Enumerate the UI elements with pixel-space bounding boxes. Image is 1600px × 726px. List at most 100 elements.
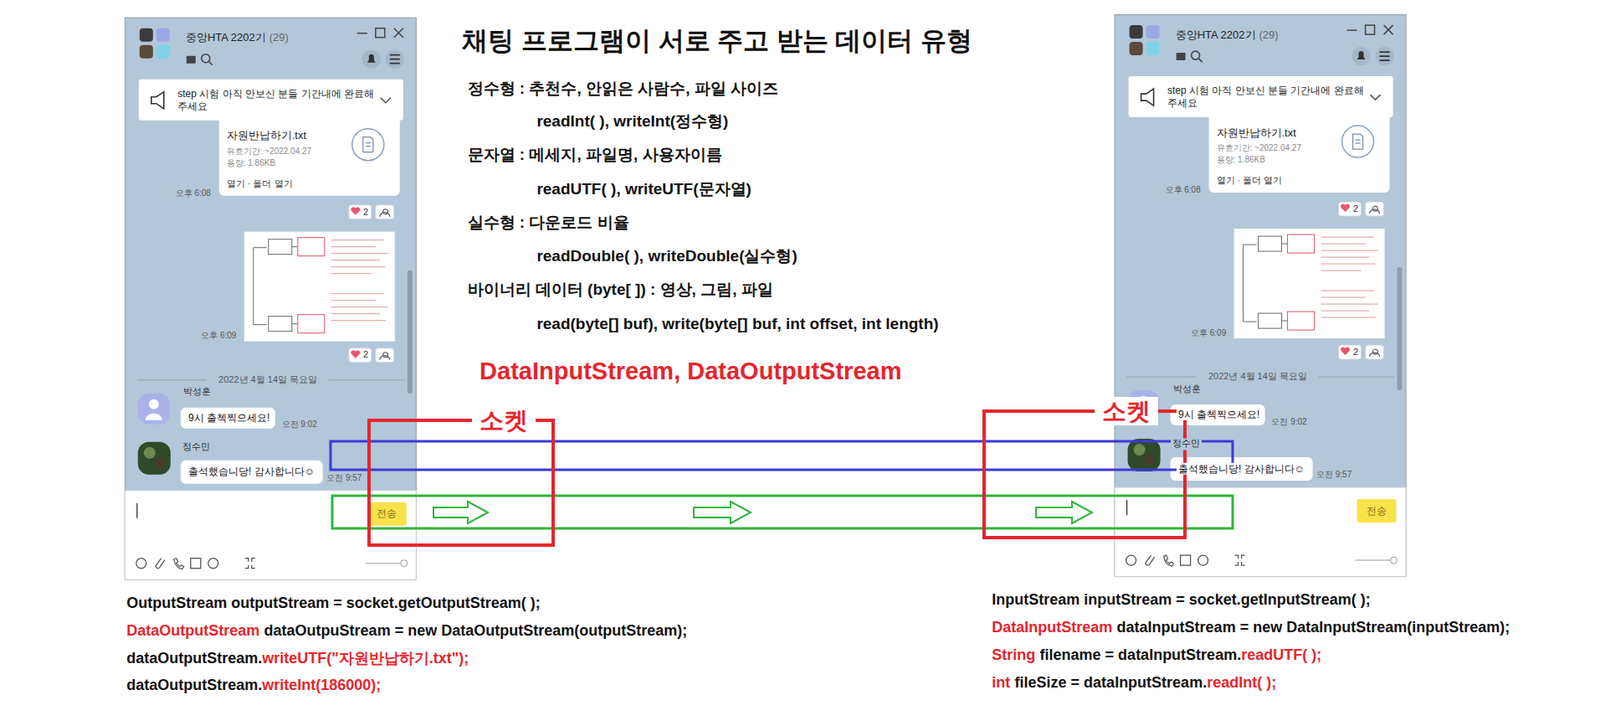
socket-label: 소켓 bbox=[471, 405, 536, 436]
file-name: 자원반납하기.txt bbox=[1216, 126, 1297, 140]
text-line: 2 bbox=[363, 349, 369, 361]
code-text: OutputStream outputStream = socket.getOu… bbox=[126, 594, 541, 613]
chat-window-right bbox=[1114, 15, 1406, 577]
file-meta: 유효기간: ~2022.04.27 bbox=[226, 146, 312, 157]
text-line: 오전 9:02 bbox=[282, 419, 318, 430]
method-line: read(byte[] buf), write(byte[] buf, int … bbox=[536, 313, 939, 334]
reaction-count: 2 bbox=[1353, 346, 1359, 358]
text-line: 오후 6:08 bbox=[175, 188, 211, 199]
text-line: 출석했습니당! 감사합니다☺ bbox=[186, 465, 317, 477]
method-line: readInt( ), writeInt(정수형) bbox=[536, 112, 729, 132]
type-line: 문자열 : 메세지, 파일명, 사용자이름 bbox=[467, 145, 723, 165]
socket-box: 소켓 bbox=[367, 418, 555, 547]
text-line: 9시 출첵찍으세요! bbox=[1176, 408, 1262, 421]
flow-arrow bbox=[1035, 501, 1093, 524]
text-line: step 시험 아직 안보신 분들 기간내에 완료해 주세요 bbox=[1167, 84, 1366, 110]
text-line: 정수형 : 추천수, 안읽은 사람수, 파일 사이즈 bbox=[467, 79, 780, 99]
timestamp: 오후 6:09 bbox=[200, 330, 236, 341]
text-line: Stringfilename = dataInputStream.readUTF… bbox=[991, 646, 1322, 665]
file-actions: 열기 · 폴더 열기 bbox=[1216, 174, 1283, 186]
code-text: writeUTF("자원반납하기.txt"); bbox=[261, 649, 469, 668]
text-line: 자원반납하기.txt bbox=[1216, 126, 1297, 140]
timestamp: 오후 6:09 bbox=[1190, 328, 1226, 339]
text-line: 열기 · 폴더 열기 bbox=[226, 178, 293, 190]
text-line: 전송 bbox=[376, 507, 397, 519]
text-line: 문자열 : 메세지, 파일명, 사용자이름 bbox=[467, 145, 723, 165]
message-text: 출석했습니당! 감사합니다☺ bbox=[186, 465, 317, 477]
text-line: readDouble( ), writeDouble(실수형) bbox=[536, 246, 797, 267]
text-line: step 시험 아직 안보신 분들 기간내에 완료해 주세요 bbox=[177, 87, 376, 113]
text-line: 유효기간: ~2022.04.27 bbox=[226, 146, 312, 157]
text-line: 9시 출첵찍으세요! bbox=[186, 410, 272, 423]
timestamp: 오전 9:57 bbox=[326, 472, 362, 483]
reaction-count: 2 bbox=[363, 206, 369, 218]
text-line: OutputStream outputStream = socket.getOu… bbox=[126, 594, 541, 613]
code-text: readInt( ); bbox=[1206, 673, 1277, 693]
file-actions: 열기 · 폴더 열기 bbox=[226, 178, 293, 190]
title-line: 채팅 프로그램이 서로 주고 받는 데이터 유형 bbox=[461, 25, 973, 57]
code-text: String bbox=[991, 646, 1036, 665]
sender-name: 박성훈 bbox=[181, 386, 213, 398]
flow-arrow bbox=[693, 501, 751, 524]
timestamp: 오전 9:02 bbox=[1271, 416, 1307, 427]
text-line: dataOutputStream.writeInt(186000); bbox=[126, 676, 381, 696]
date-divider-text: 2022년 4월 14일 목요일 bbox=[1208, 370, 1308, 382]
code-text: writeInt(186000); bbox=[261, 676, 381, 696]
message-text: 9시 출첵찍으세요! bbox=[186, 410, 272, 423]
text-line: DataInputStreamdataInputStream = new Dat… bbox=[991, 618, 1510, 637]
text-line: 2022년 4월 14일 목요일 bbox=[1208, 370, 1308, 382]
type-line: 정수형 : 추천수, 안읽은 사람수, 파일 사이즈 bbox=[467, 79, 780, 99]
chat-title: 중앙HTA 2202기 bbox=[1175, 28, 1257, 42]
text-line: 오전 9:57 bbox=[326, 472, 362, 483]
timestamp: 오전 9:57 bbox=[1316, 469, 1352, 480]
text-line: 중앙HTA 2202기(29) bbox=[185, 30, 289, 45]
flow-arrow bbox=[433, 501, 488, 524]
text-line: 오후 6:09 bbox=[1190, 328, 1226, 339]
text-line: readUTF( ), writeUTF(문자열) bbox=[536, 179, 752, 199]
text-line: 2 bbox=[363, 206, 369, 218]
text-line: 중앙HTA 2202기(29) bbox=[1175, 28, 1279, 42]
code-text: DataOutputStream bbox=[126, 621, 260, 641]
text-line: 오전 9:02 bbox=[1271, 416, 1307, 427]
timestamp: 오후 6:08 bbox=[1165, 184, 1201, 195]
text-line: 오후 6:09 bbox=[200, 330, 236, 341]
text-line: 자원반납하기.txt bbox=[226, 128, 307, 143]
text-line: readInt( ), writeInt(정수형) bbox=[536, 112, 729, 132]
text-line: 박성훈 bbox=[1171, 383, 1203, 395]
text-line: dataOutputStream.writeUTF("자원반납하기.txt"); bbox=[126, 649, 469, 668]
socket-box: 소켓 bbox=[982, 409, 1187, 539]
message-text: 출석했습니당! 감사합니다☺ bbox=[1176, 461, 1307, 474]
sender-name: 정수민 bbox=[180, 441, 212, 453]
file-meta: 유효기간: ~2022.04.27 bbox=[1216, 143, 1302, 154]
text-line: 2 bbox=[1353, 346, 1359, 358]
text-line: 2 bbox=[1353, 203, 1359, 215]
stream-classes: DataInputStream, DataOutputStream bbox=[479, 355, 902, 385]
text-line: 출석했습니당! 감사합니다☺ bbox=[1176, 461, 1307, 474]
text-line: read(byte[] buf), write(byte[] buf, int … bbox=[536, 313, 939, 334]
text-line: 박성훈 bbox=[181, 386, 213, 398]
timestamp: 오전 9:02 bbox=[282, 419, 318, 430]
text-line: 정수민 bbox=[180, 441, 212, 453]
text-line: 2022년 4월 14일 목요일 bbox=[218, 374, 318, 385]
code-text: fileSize = dataInputStream. bbox=[1015, 673, 1208, 693]
text-line: intfileSize = dataInputStream.readInt( )… bbox=[991, 673, 1277, 693]
file-meta: 용량: 1.86KB bbox=[1216, 154, 1266, 165]
text-line: InputStream inputStream = socket.getInpu… bbox=[991, 590, 1371, 610]
notice-text: step 시험 아직 안보신 분들 기간내에 완료해 주세요 bbox=[177, 87, 375, 113]
code-text: filename = dataInputStream. bbox=[1040, 646, 1242, 665]
text-line: 실수형 : 다운로드 비율 bbox=[467, 212, 630, 232]
code-text: InputStream inputStream = socket.getInpu… bbox=[991, 590, 1371, 610]
send-button-text: 전송 bbox=[1366, 503, 1387, 516]
chat-title: (29) bbox=[269, 30, 289, 45]
text-line: 용량: 1.86KB bbox=[226, 158, 276, 169]
reaction-count: 2 bbox=[1353, 203, 1359, 215]
text-line: 바이너리 데이터 (byte[ ]) : 영상, 그림, 파일 bbox=[467, 280, 774, 300]
text-line: 용량: 1.86KB bbox=[1216, 154, 1266, 165]
text-line: 열기 · 폴더 열기 bbox=[1216, 174, 1283, 186]
text-line: 오전 9:57 bbox=[1316, 469, 1352, 480]
notice-text: step 시험 아직 안보신 분들 기간내에 완료해 주세요 bbox=[1167, 84, 1365, 109]
timestamp: 오후 6:08 bbox=[175, 188, 211, 199]
sender-name: 정수민 bbox=[1170, 438, 1202, 450]
receive-channel bbox=[330, 441, 1233, 470]
send-button-text: 전송 bbox=[376, 507, 397, 519]
